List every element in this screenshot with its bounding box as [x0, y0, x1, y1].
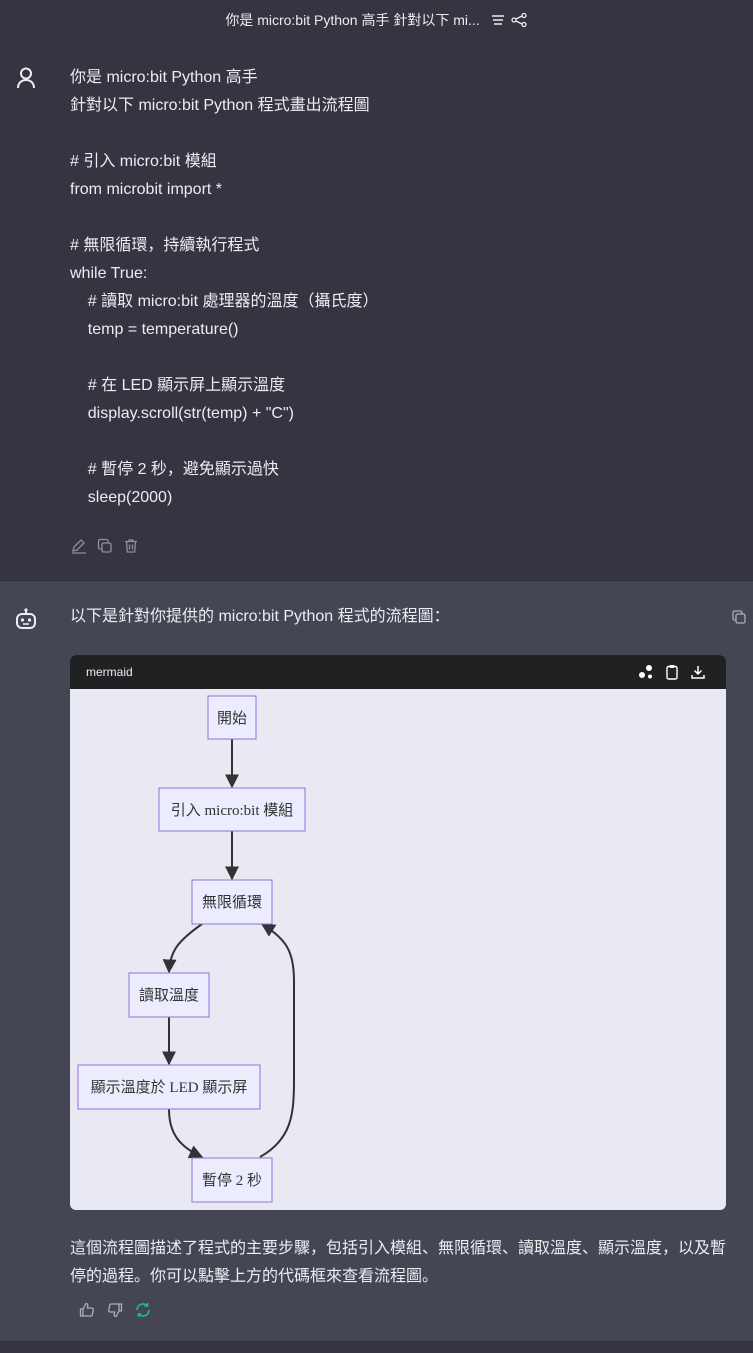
user-avatar-icon [14, 66, 38, 90]
user-message-line: from microbit import * [70, 181, 223, 198]
thumbs-down-icon[interactable] [106, 1301, 124, 1319]
mermaid-code-block[interactable]: mermaid [70, 655, 726, 1210]
list-icon[interactable] [490, 12, 506, 28]
user-message-line [70, 344, 730, 372]
user-message-actions [70, 537, 140, 555]
user-message-text: 你是 micro:bit Python 高手針對以下 micro:bit Pyt… [70, 64, 730, 512]
thumbs-up-icon[interactable] [78, 1301, 96, 1319]
user-message: 你是 micro:bit Python 高手針對以下 micro:bit Pyt… [0, 40, 753, 581]
user-message-line: 你是 micro:bit Python 高手 [70, 69, 258, 86]
flowchart-diagram: 開始 引入 micro:bit 模組 無限循環 讀取溫度 顯示溫度於 LED 顯… [77, 695, 306, 1203]
user-message-line: # 引入 micro:bit 模組 [70, 153, 217, 170]
flow-node-sleep: 暫停 2 秒 [191, 1157, 273, 1203]
bot-avatar-icon [14, 607, 38, 631]
svg-text:無限循環: 無限循環 [202, 894, 262, 911]
diagram-icon[interactable] [638, 664, 654, 680]
assistant-summary-text: 這個流程圖描述了程式的主要步驟，包括引入模組、無限循環、讀取溫度、顯示溫度，以及… [70, 1240, 727, 1285]
user-message-line: while True: [70, 265, 148, 282]
svg-text:引入 micro:bit 模組: 引入 micro:bit 模組 [171, 802, 294, 819]
svg-text:開始: 開始 [217, 710, 247, 727]
edit-icon[interactable] [70, 537, 88, 555]
download-icon[interactable] [690, 664, 706, 680]
user-message-line: temp = temperature() [70, 321, 239, 338]
user-message-line: # 在 LED 顯示屏上顯示溫度 [70, 377, 286, 394]
regenerate-icon[interactable] [134, 1301, 152, 1319]
conversation-header: 你是 micro:bit Python 高手 針對以下 mi... [0, 0, 753, 40]
user-message-line [70, 428, 730, 456]
code-block-header: mermaid [70, 655, 726, 689]
svg-text:讀取溫度: 讀取溫度 [139, 987, 199, 1004]
trash-icon[interactable] [122, 537, 140, 555]
code-language-label: mermaid [86, 665, 133, 679]
user-message-line: # 無限循環，持續執行程式 [70, 237, 260, 254]
assistant-message: 以下是針對你提供的 micro:bit Python 程式的流程圖： merma… [0, 581, 753, 1341]
edge-sleep-loop [259, 923, 295, 1158]
flow-node-start: 開始 [207, 695, 257, 740]
user-message-line: # 暫停 2 秒，避免顯示過快 [70, 461, 279, 478]
flow-node-read: 讀取溫度 [128, 972, 210, 1018]
assistant-intro-text: 以下是針對你提供的 micro:bit Python 程式的流程圖： [70, 608, 450, 625]
conversation-title: 你是 micro:bit Python 高手 針對以下 mi... [225, 12, 480, 28]
copy-icon[interactable] [731, 609, 747, 625]
edge-display-sleep [168, 1108, 204, 1159]
svg-text:顯示溫度於 LED 顯示屏: 顯示溫度於 LED 顯示屏 [91, 1079, 248, 1096]
flow-node-import: 引入 micro:bit 模組 [158, 787, 306, 832]
user-message-line [70, 204, 730, 232]
share-icon[interactable] [510, 12, 528, 28]
feedback-actions [78, 1301, 152, 1319]
copy-icon[interactable] [96, 537, 114, 555]
clipboard-icon[interactable] [664, 664, 680, 680]
flow-node-display: 顯示溫度於 LED 顯示屏 [77, 1064, 261, 1110]
user-message-line [70, 120, 730, 148]
user-message-line: # 讀取 micro:bit 處理器的溫度（攝氏度） [70, 293, 379, 310]
edge-loop-read [162, 923, 203, 974]
svg-text:暫停 2 秒: 暫停 2 秒 [202, 1172, 262, 1189]
user-message-line: display.scroll(str(temp) + "C") [70, 405, 294, 422]
flow-node-loop: 無限循環 [191, 879, 273, 925]
user-message-line: sleep(2000) [70, 489, 173, 506]
bottom-bar [0, 1341, 753, 1353]
user-message-line: 針對以下 micro:bit Python 程式畫出流程圖 [70, 97, 370, 114]
